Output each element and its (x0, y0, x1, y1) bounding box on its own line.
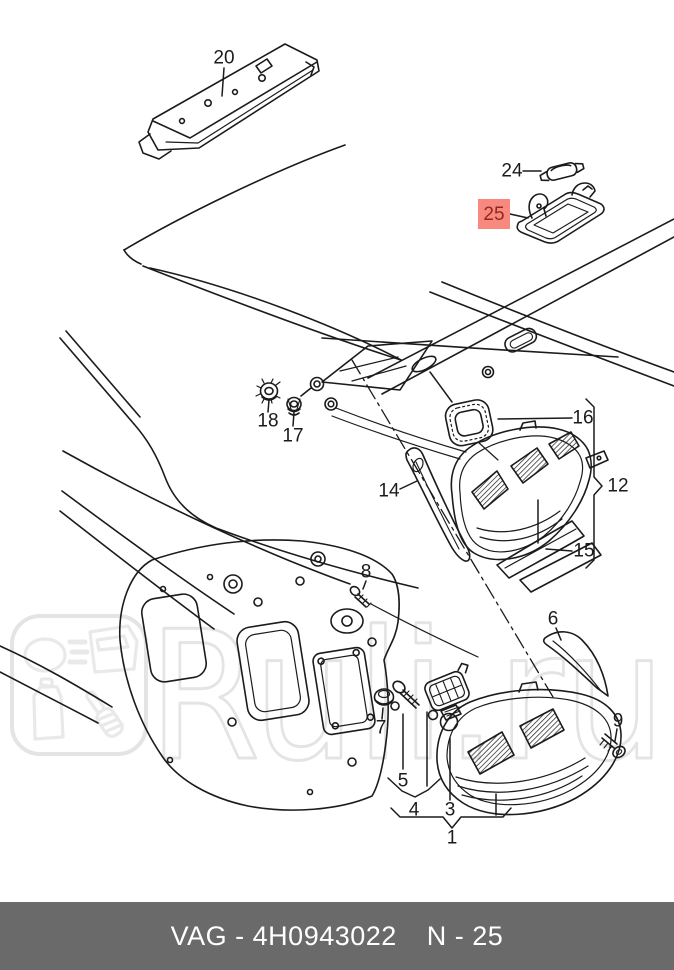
callout-17[interactable]: 17 (282, 425, 304, 447)
part-17-nut (286, 396, 302, 416)
part-20-brake-light-strip (138, 43, 320, 160)
footer-page-code: N - 25 (426, 920, 504, 951)
callout-8[interactable]: 8 (360, 561, 372, 583)
callout-3[interactable]: 3 (444, 799, 456, 821)
part-4-bulb-holder (424, 662, 470, 721)
shock-absorber-icon (85, 690, 124, 738)
quarter-panel (0, 330, 419, 724)
callout-24[interactable]: 24 (501, 160, 523, 182)
part-7-grommet (373, 688, 395, 706)
callout-4[interactable]: 4 (408, 799, 420, 821)
callout-9[interactable]: 9 (612, 710, 624, 732)
callout-12[interactable]: 12 (607, 475, 629, 497)
callout-1[interactable]: 1 (446, 827, 458, 849)
footer-bar: VAG - 4H0943022 N - 25 (0, 902, 674, 970)
part-12-inner-tail-light (450, 420, 609, 561)
callout-20[interactable]: 20 (213, 47, 235, 69)
callout-6[interactable]: 6 (547, 608, 559, 630)
callout-15[interactable]: 15 (573, 540, 595, 562)
part-15-trim (496, 520, 602, 593)
door-icon (88, 624, 139, 674)
part-16-gasket (444, 399, 494, 447)
footer-catalog-code: VAG - 4H0943022 (170, 920, 397, 951)
inner-body-panel (119, 539, 400, 811)
callout-16[interactable]: 16 (572, 407, 594, 429)
callout-5[interactable]: 5 (397, 770, 409, 792)
part-8-screw (349, 585, 372, 608)
part-6-trim-blade (542, 631, 609, 697)
callout-7[interactable]: 7 (375, 717, 387, 739)
trunk-lid (123, 144, 674, 395)
callout-14[interactable]: 14 (378, 480, 400, 502)
headlight-icon (23, 637, 67, 673)
part-5-screw (392, 680, 420, 709)
oil-jug-icon (32, 683, 65, 741)
part-24-bulb (539, 162, 585, 182)
assembly-center-line (351, 359, 554, 698)
callout-18[interactable]: 18 (257, 410, 279, 432)
part-1-outer-tail-light (436, 681, 622, 816)
hinge-bracket (300, 340, 433, 411)
watermark-logo (10, 614, 148, 756)
part-25-license-plate-light (516, 182, 605, 244)
callout-25-highlighted[interactable]: 25 (478, 199, 510, 229)
leader-lines (221, 67, 618, 829)
watermark-text: Ruli.ru (148, 593, 666, 800)
part-18-nut (255, 378, 281, 404)
